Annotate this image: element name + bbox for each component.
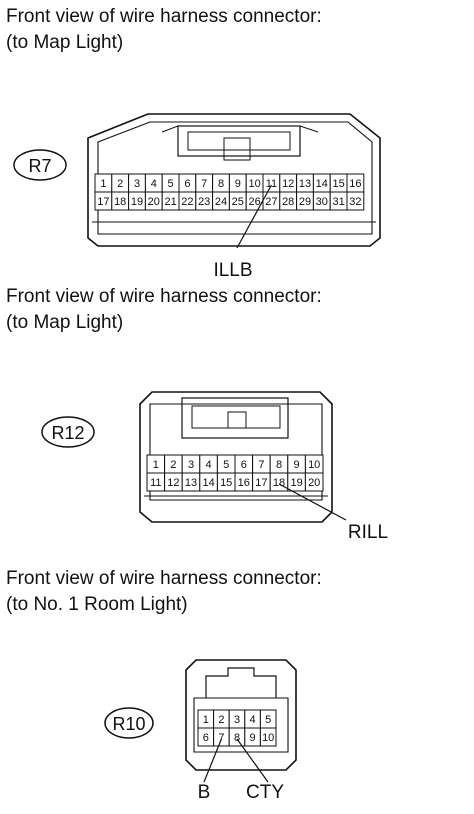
connector-r12-pin-label: 5 — [223, 459, 229, 471]
connector-r7-pin-label: 21 — [164, 196, 176, 208]
caption-r7-line1: Front view of wire harness connector: — [6, 6, 322, 27]
connector-r12-pin-label: 20 — [308, 477, 320, 489]
connector-r12-pin-label: 8 — [276, 459, 282, 471]
connector-r7-pin-label: 22 — [181, 196, 193, 208]
connector-r12-pin-label: 2 — [170, 459, 176, 471]
connector-r12-signals: RILL — [278, 483, 388, 543]
connector-r7-pin-label: 2 — [117, 178, 123, 190]
connector-r12-pin-label: 7 — [258, 459, 264, 471]
connector-r12-pin-label: 18 — [273, 477, 285, 489]
caption-r12-line2: (to Map Light) — [6, 312, 124, 333]
signal-label-illb: ILLB — [213, 260, 252, 281]
connector-r7-pin-label: 10 — [248, 178, 260, 190]
caption-r10-line1: Front view of wire harness connector: — [6, 568, 322, 589]
signal-lead-line — [236, 738, 269, 783]
connector-r7-pin-label: 27 — [265, 196, 277, 208]
connector-r12-pin-label: 12 — [167, 477, 179, 489]
connector-r12-pin-label: 17 — [255, 477, 267, 489]
connector-r12-ref: R12 — [41, 416, 95, 448]
connector-r7-pin-label: 9 — [235, 178, 241, 190]
connector-r7-pin-label: 29 — [299, 196, 311, 208]
connector-r12-pin-label: 3 — [188, 459, 194, 471]
connector-r12-pin-label: 13 — [185, 477, 197, 489]
connector-r7-pin-label: 13 — [299, 178, 311, 190]
connector-r12-pin-label: 10 — [308, 459, 320, 471]
connector-r12-pin-label: 16 — [238, 477, 250, 489]
connector-r7-pin-label: 24 — [215, 196, 227, 208]
connector-r10-pin-label: 4 — [250, 714, 256, 726]
connector-r7-pin-label: 14 — [316, 178, 328, 190]
connector-r7-pin-label: 28 — [282, 196, 294, 208]
connector-r10-pin-label: 9 — [250, 732, 256, 744]
connector-r7-pin-label: 8 — [218, 178, 224, 190]
connector-r12-pin-label: 14 — [202, 477, 214, 489]
caption-r12-line1: Front view of wire harness connector: — [6, 286, 322, 307]
connector-r12-ref-label: R12 — [51, 423, 84, 443]
signal-label-rill: RILL — [348, 522, 388, 543]
connector-r10-pin-cell — [259, 727, 277, 747]
connector-r7-pin-label: 18 — [114, 196, 126, 208]
caption-r7-line2: (to Map Light) — [6, 32, 124, 53]
signal-label-cty: CTY — [246, 782, 284, 803]
caption-r7: Front view of wire harness connector: (t… — [6, 4, 322, 56]
connector-r7-ref-label: R7 — [28, 156, 51, 176]
connector-r7-pin-label: 12 — [282, 178, 294, 190]
caption-r10: Front view of wire harness connector: (t… — [6, 566, 322, 618]
connector-r10-pin-label: 5 — [265, 714, 271, 726]
connector-r10-housing — [185, 659, 297, 771]
connector-r7-pin-label: 32 — [349, 196, 361, 208]
connector-r7-pin-label: 6 — [184, 178, 190, 190]
connector-r7-pin-label: 25 — [232, 196, 244, 208]
connector-r7-pin-label: 3 — [134, 178, 140, 190]
connector-r12-housing — [139, 391, 333, 523]
connector-r10-pin-label: 2 — [218, 714, 224, 726]
connector-r12-pin-label: 4 — [206, 459, 212, 471]
caption-r10-line2: (to No. 1 Room Light) — [6, 594, 188, 615]
connector-r12-pin-label: 15 — [220, 477, 232, 489]
caption-r12: Front view of wire harness connector: (t… — [6, 284, 322, 336]
connector-r10-pin-label: 3 — [234, 714, 240, 726]
connector-r7-pin-label: 19 — [131, 196, 143, 208]
connector-r7-pin-label: 30 — [316, 196, 328, 208]
connector-r7-pin-label: 31 — [332, 196, 344, 208]
connector-r10-ref: R10 — [104, 707, 154, 739]
connector-r7-pin-label: 11 — [266, 178, 277, 190]
connector-r7-pin-cell — [346, 191, 365, 211]
connector-r7-pin-label: 7 — [201, 178, 207, 190]
connector-r7-pin-label: 1 — [100, 178, 106, 190]
connector-r7-housing — [87, 113, 381, 247]
connector-r7-pin-label: 17 — [97, 196, 109, 208]
connector-r12-pin-label: 19 — [290, 477, 302, 489]
connector-r7-pin-label: 4 — [151, 178, 157, 190]
signal-label-b: B — [198, 782, 211, 803]
connector-r7-ref: R7 — [13, 149, 67, 181]
connector-r12-pin-label: 6 — [241, 459, 247, 471]
connector-r10-pin-label: 8 — [234, 732, 240, 744]
connector-r12-pin-label: 1 — [153, 459, 159, 471]
connector-r10-pin-label: 1 — [203, 714, 209, 726]
connector-r7-pin-label: 20 — [148, 196, 160, 208]
connector-r12-pin-cell — [304, 472, 324, 492]
signal-lead-line — [236, 184, 272, 249]
connector-r7-pin-label: 26 — [248, 196, 260, 208]
connector-r7-pin-label: 5 — [168, 178, 174, 190]
connector-r10-signals: B CTY — [198, 738, 284, 803]
connector-r10-pin-label: 7 — [218, 732, 224, 744]
connector-r12-pin-label: 9 — [294, 459, 300, 471]
connector-r7-pin-label: 23 — [198, 196, 210, 208]
connector-r10-pin-label: 6 — [203, 732, 209, 744]
connector-r10-ref-label: R10 — [112, 714, 145, 734]
connector-r7-signals: ILLB — [213, 184, 272, 281]
connector-r7-pin-label: 15 — [332, 178, 344, 190]
signal-lead-line — [203, 738, 222, 783]
connector-r12-pin-label: 11 — [150, 477, 161, 489]
signal-lead-line — [278, 483, 347, 521]
connector-r7-pin-label: 16 — [349, 178, 361, 190]
connector-r10-pin-label: 10 — [262, 732, 274, 744]
